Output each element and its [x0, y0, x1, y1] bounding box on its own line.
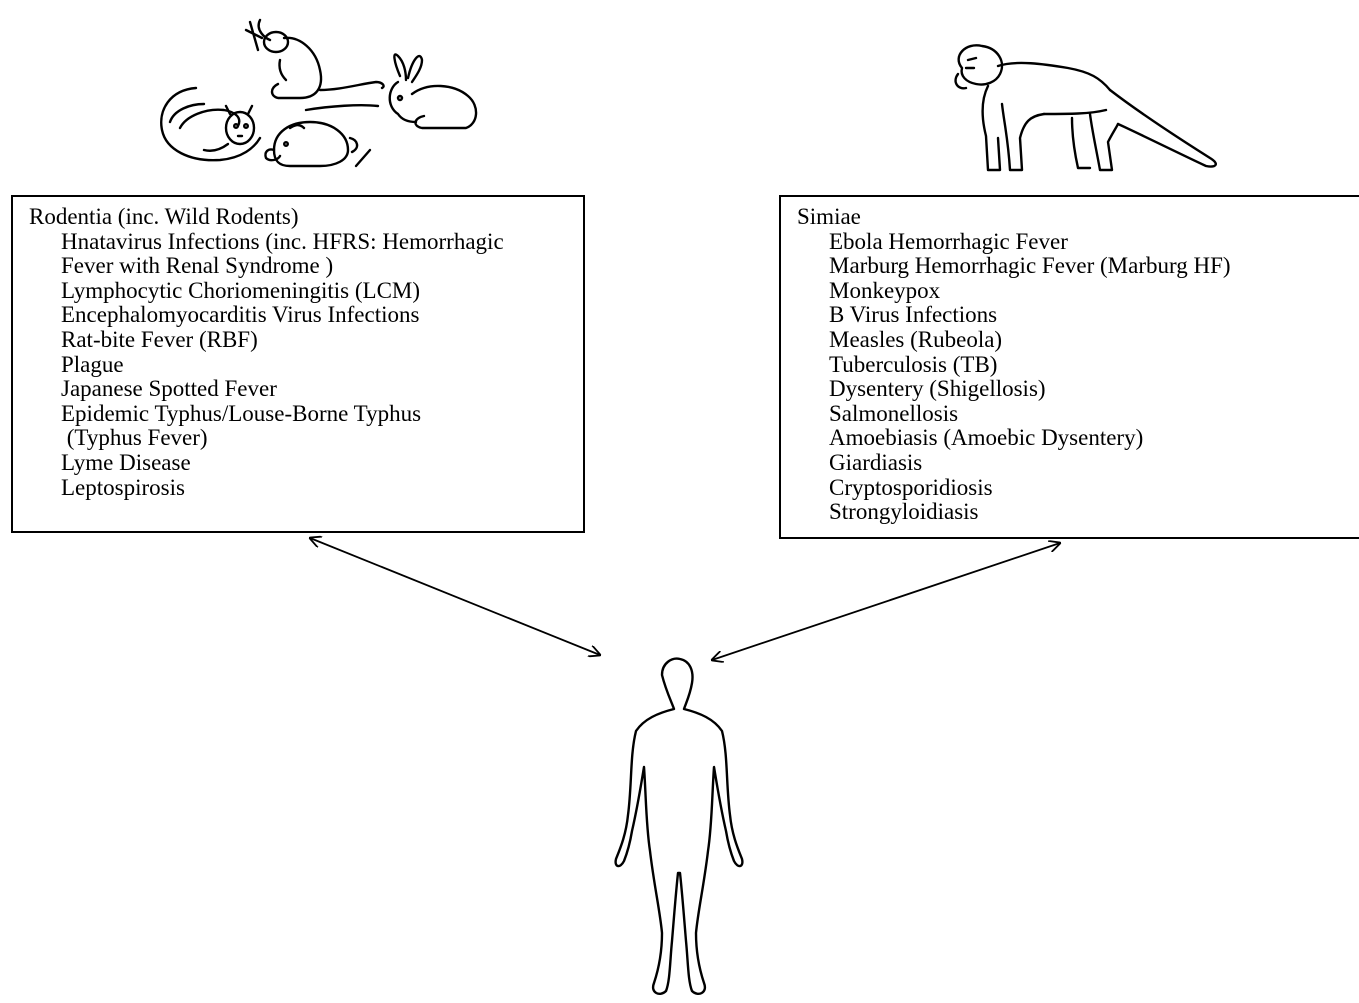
list-item: Fever with Renal Syndrome ) — [61, 253, 334, 279]
list-item: Measles (Rubeola) — [829, 326, 1003, 352]
list-item: Marburg Hemorrhagic Fever (Marburg HF) — [829, 253, 1231, 279]
list-item: (Typhus Fever) — [61, 425, 208, 451]
rodentia-title: Rodentia (inc. Wild Rodents) — [29, 204, 299, 229]
list-item: Lyme Disease — [61, 449, 191, 475]
list-item: Salmonellosis — [829, 400, 959, 426]
list-item: Epidemic Typhus/Louse-Borne Typhus — [61, 400, 422, 426]
list-item: Encephalomyocarditis Virus Infections — [61, 302, 420, 328]
list-item: Tuberculosis (TB) — [829, 351, 998, 377]
list-item: Amoebiasis (Amoebic Dysentery) — [829, 425, 1144, 451]
list-item: Lymphocytic Choriomeningitis (LCM) — [61, 277, 421, 303]
rodentia-box: Rodentia (inc. Wild Rodents) Hnatavirus … — [11, 195, 585, 533]
list-item: Plague — [61, 351, 124, 377]
monkey-icon — [954, 44, 1217, 172]
list-item: Ebola Hemorrhagic Fever — [829, 228, 1068, 254]
list-item: Cryptosporidiosis — [829, 474, 993, 500]
list-item: Hnatavirus Infections (inc. HFRS: Hemorr… — [61, 228, 504, 254]
rodentia-disease-list: Hnatavirus Infections (inc. HFRS: Hemorr… — [29, 228, 567, 501]
monkey-human-arrow — [712, 543, 1060, 660]
rodent-human-arrow — [310, 538, 600, 655]
human-figure-icon — [614, 657, 744, 995]
list-item: Japanese Spotted Fever — [61, 376, 277, 402]
list-item: Giardiasis — [829, 449, 923, 475]
list-item: B Virus Infections — [829, 302, 998, 328]
list-item: Leptospirosis — [61, 474, 185, 500]
list-item: Strongyloidiasis — [829, 499, 979, 525]
list-item: Dysentery (Shigellosis) — [829, 376, 1046, 402]
rodents-group-icon — [160, 18, 478, 168]
simiae-disease-list: Ebola Hemorrhagic Fever Marburg Hemorrha… — [797, 228, 1351, 525]
list-item: Monkeypox — [829, 277, 941, 303]
simiae-box: Simiae Ebola Hemorrhagic Fever Marburg H… — [779, 195, 1359, 539]
list-item: Rat-bite Fever (RBF) — [61, 326, 258, 352]
simiae-title: Simiae — [797, 204, 861, 229]
